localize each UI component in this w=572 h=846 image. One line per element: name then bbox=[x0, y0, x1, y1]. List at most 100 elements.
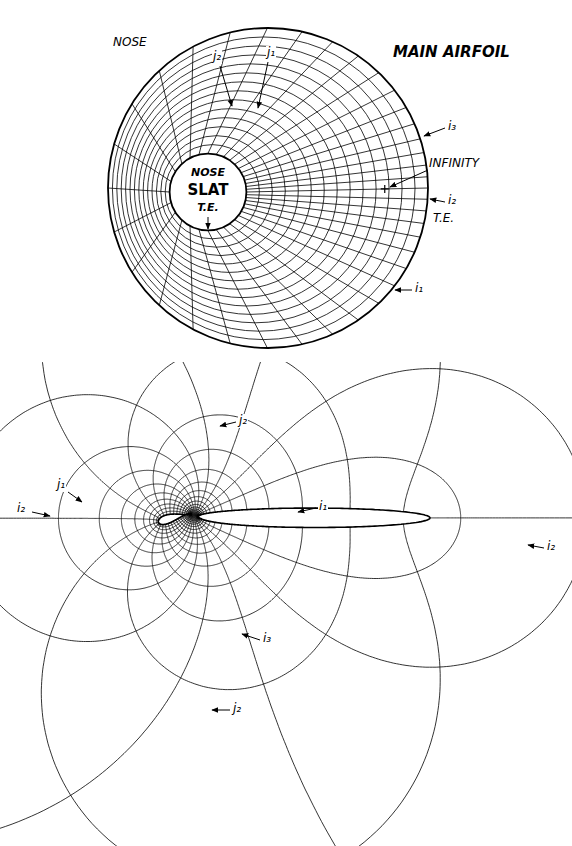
leader-arrow bbox=[68, 492, 82, 502]
grid-index: i₁ bbox=[318, 500, 328, 514]
grid-radial bbox=[235, 73, 379, 165]
leader-arrow bbox=[424, 128, 445, 136]
grid-radial bbox=[245, 201, 424, 224]
grid-line bbox=[197, 362, 572, 846]
grid-radial bbox=[243, 207, 414, 252]
grid-line bbox=[156, 511, 190, 527]
leader-arrow bbox=[220, 66, 232, 106]
grid-ring bbox=[108, 28, 428, 348]
grid-line bbox=[198, 457, 461, 578]
label-arrows bbox=[32, 62, 544, 710]
grid-line bbox=[165, 524, 246, 566]
grid-line bbox=[128, 362, 350, 517]
grid-radial bbox=[216, 230, 302, 345]
grid-radial bbox=[246, 188, 428, 192]
grid-radial bbox=[159, 71, 182, 164]
nose-label: NOSE bbox=[112, 36, 148, 50]
grid-line bbox=[170, 469, 247, 514]
grid-line bbox=[180, 497, 216, 515]
grid-line bbox=[177, 491, 222, 514]
grid-radial bbox=[235, 220, 379, 304]
grid-radial bbox=[238, 215, 394, 285]
grid-radial bbox=[108, 188, 170, 192]
grid-ring bbox=[165, 145, 259, 239]
grid-ring bbox=[134, 82, 350, 298]
edge-label: T.E. bbox=[196, 202, 220, 215]
leader-arrow bbox=[220, 422, 236, 426]
part-title: SLAT bbox=[186, 182, 229, 199]
grid-index: i₃ bbox=[262, 632, 272, 646]
leader-arrow bbox=[242, 634, 260, 640]
grid-line bbox=[152, 524, 302, 621]
grid-ring bbox=[139, 91, 337, 289]
grid-radial bbox=[190, 47, 193, 158]
grid-index: i₂ bbox=[16, 502, 26, 516]
grid-radial bbox=[208, 230, 268, 348]
grid-line bbox=[128, 524, 351, 690]
grid-index: j₁ bbox=[266, 46, 276, 60]
grid-index: j₂ bbox=[232, 702, 242, 716]
grid-radial bbox=[159, 220, 182, 305]
grid-index: j₁ bbox=[56, 478, 66, 492]
grid-index: i₃ bbox=[447, 120, 457, 134]
leader-arrow bbox=[208, 217, 209, 229]
grid-line bbox=[168, 524, 232, 554]
grid-ring bbox=[170, 154, 247, 231]
grid-line bbox=[0, 362, 209, 844]
grid-line bbox=[153, 415, 302, 516]
grid-radial bbox=[241, 211, 406, 268]
leader-arrow bbox=[212, 710, 230, 711]
leader-arrow bbox=[32, 512, 50, 516]
leader-arrow bbox=[430, 199, 445, 202]
leader-arrow bbox=[258, 62, 268, 108]
grid-radial bbox=[246, 177, 427, 190]
grid-line bbox=[191, 514, 199, 516]
leader-arrow bbox=[528, 545, 544, 548]
grid-line bbox=[173, 521, 215, 538]
slat-outline bbox=[158, 514, 191, 525]
grid-line bbox=[185, 504, 207, 514]
grid-index: i₁ bbox=[414, 282, 424, 296]
grid-index: i₂ bbox=[546, 540, 556, 554]
grid-radial bbox=[230, 224, 359, 320]
grid-line bbox=[164, 449, 269, 515]
grid-radial bbox=[241, 107, 406, 172]
grid-radial bbox=[199, 33, 230, 155]
grid-radial bbox=[230, 56, 359, 160]
grid-index: j₂ bbox=[238, 414, 248, 428]
grid-index: i₂ bbox=[447, 194, 457, 208]
grid-radial bbox=[132, 104, 175, 172]
leader-arrow bbox=[298, 508, 316, 512]
nose-label: NOSE bbox=[190, 167, 226, 180]
grid-radial bbox=[245, 204, 421, 237]
computational-grid bbox=[108, 28, 428, 348]
grid-radial bbox=[238, 90, 394, 168]
grid-radial bbox=[224, 42, 333, 157]
grid-line bbox=[174, 482, 232, 514]
grid-line bbox=[41, 522, 440, 846]
grid-radial bbox=[114, 203, 171, 232]
grid-radial bbox=[246, 195, 427, 200]
grid-radial bbox=[190, 226, 193, 329]
grid-radial bbox=[208, 28, 268, 154]
part-title: MAIN AIRFOIL bbox=[392, 44, 511, 61]
main-airfoil-outline bbox=[198, 508, 430, 527]
grid-index: j₂ bbox=[212, 50, 222, 64]
grid-radial bbox=[132, 212, 175, 272]
grid-line bbox=[182, 501, 210, 514]
grid-radial bbox=[114, 144, 171, 181]
infinity-mark bbox=[381, 185, 389, 193]
grid-radial bbox=[224, 227, 333, 334]
point-label: INFINITY bbox=[428, 157, 480, 171]
grid-radial bbox=[199, 229, 230, 343]
grid-line bbox=[171, 523, 222, 545]
leader-arrow bbox=[390, 170, 428, 187]
grid-line bbox=[176, 520, 210, 533]
grid-line bbox=[42, 362, 441, 519]
airfoil-bodies bbox=[158, 508, 430, 527]
grid-ring bbox=[143, 100, 324, 281]
edge-label: T.E. bbox=[432, 212, 455, 226]
grid-line bbox=[162, 525, 269, 587]
grid-radial bbox=[245, 139, 421, 180]
